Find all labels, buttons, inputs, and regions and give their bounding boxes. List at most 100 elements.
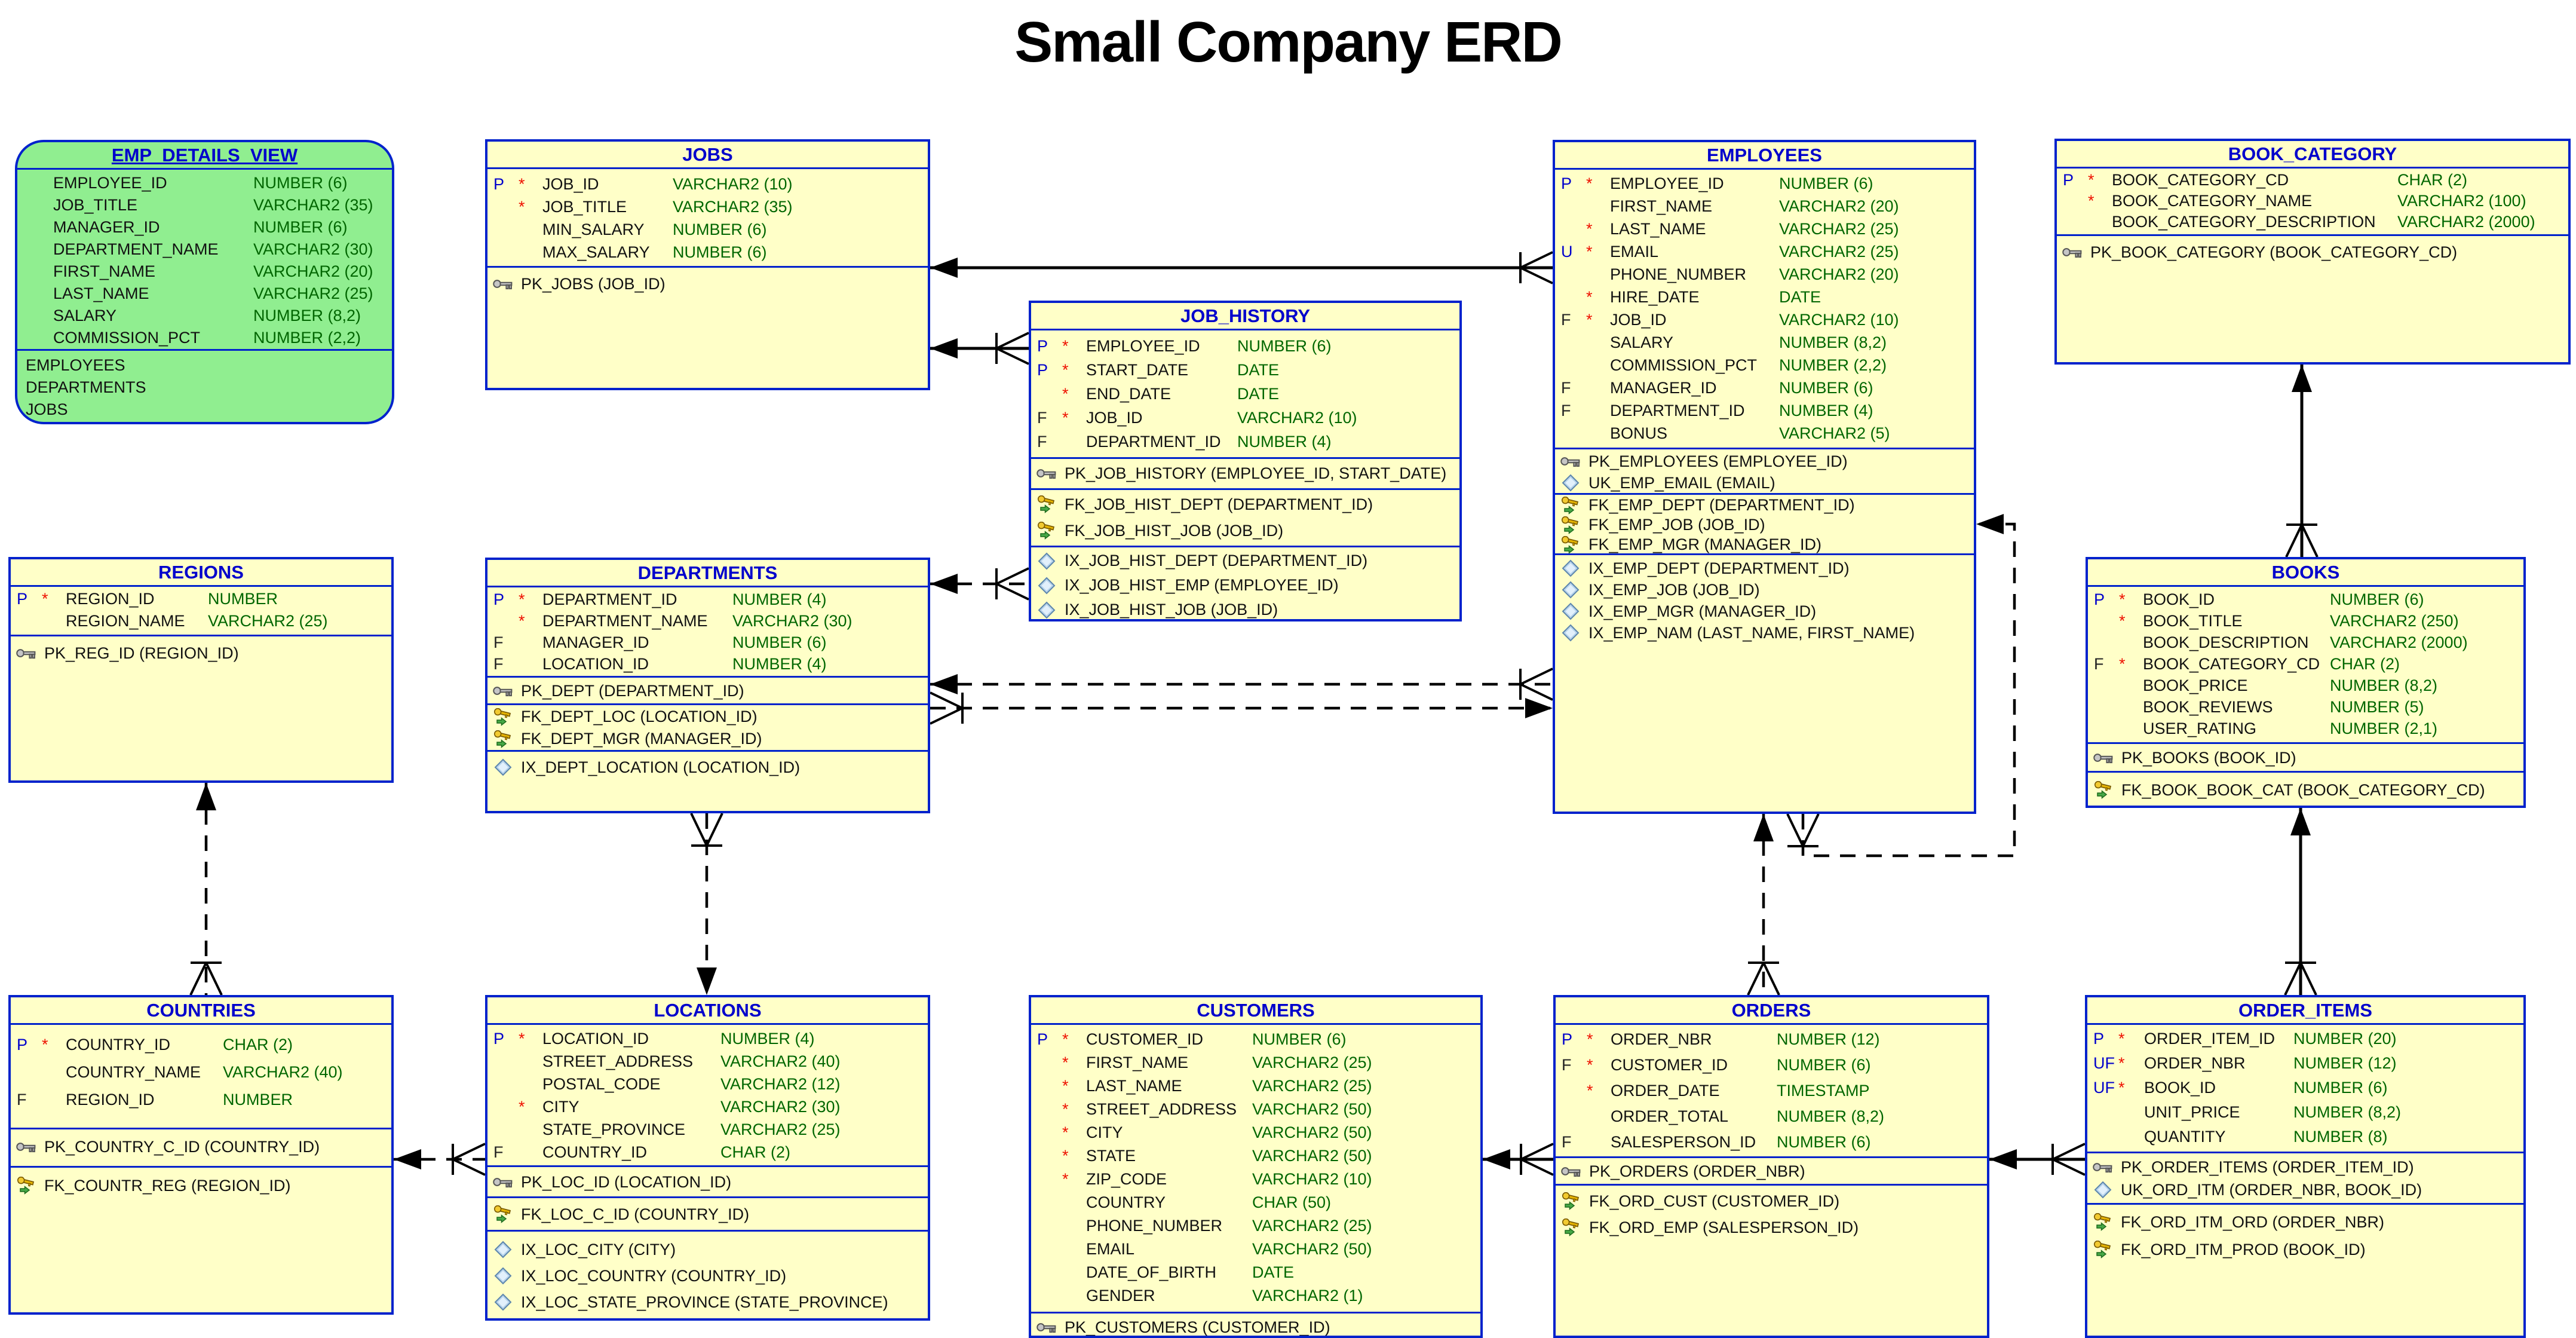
key-marker: F <box>17 1091 27 1109</box>
column-name: USER_RATING <box>2143 719 2257 737</box>
column-name: CITY <box>542 1098 579 1116</box>
column-name: UNIT_PRICE <box>2144 1103 2240 1121</box>
constraint-text: EMPLOYEES <box>26 356 125 374</box>
column-type: NUMBER (6) <box>2293 1079 2388 1097</box>
column-name: STREET_ADDRESS <box>542 1052 694 1070</box>
column-type: VARCHAR2 (20) <box>1779 197 1899 215</box>
connector-fk-countr-reg <box>189 783 223 996</box>
column-type: DATE <box>1252 1263 1295 1281</box>
key-marker: P <box>17 1036 28 1054</box>
constraint-row: FK_ORD_ITM_PROD (BOOK_ID) <box>2087 1236 2523 1263</box>
column-name: PHONE_NUMBER <box>1086 1217 1223 1235</box>
column-name: BOOK_REVIEWS <box>2143 698 2273 716</box>
key-marker: P <box>1561 174 1572 192</box>
column-name: COMMISSION_PCT <box>53 329 201 347</box>
mandatory-marker: * <box>519 590 525 608</box>
key-marker: F <box>493 1143 504 1161</box>
column-type: VARCHAR2 (2000) <box>2330 633 2468 651</box>
column-name: LAST_NAME <box>53 284 149 302</box>
column-name: DEPARTMENT_ID <box>1610 402 1745 420</box>
column-type: NUMBER (2,1) <box>2330 719 2438 737</box>
constraint-row: FK_EMP_MGR (MANAGER_ID) <box>1555 535 1974 553</box>
column-name: ORDER_NBR <box>1611 1030 1712 1048</box>
key-marker: P <box>1037 337 1048 355</box>
key-marker: F <box>2094 655 2104 673</box>
constraint-text: IX_EMP_MGR (MANAGER_ID) <box>1588 602 1817 620</box>
column-type: NUMBER (6) <box>732 633 827 651</box>
primary-key-icon <box>492 1173 517 1191</box>
column-name: REGION_ID <box>66 1091 155 1109</box>
mandatory-marker: * <box>2118 1054 2125 1072</box>
column-name: COUNTRY_NAME <box>66 1063 201 1081</box>
foreign-key-icon <box>1036 522 1061 540</box>
column-type: NUMBER <box>223 1091 293 1109</box>
constraint-text: IX_EMP_DEPT (DEPARTMENT_ID) <box>1588 559 1850 577</box>
constraint-row: FK_LOC_C_ID (COUNTRY_ID) <box>487 1199 928 1229</box>
constraint-text: FK_JOB_HIST_JOB (JOB_ID) <box>1065 521 1284 540</box>
table-title: ORDER_ITEMS <box>2238 999 2372 1021</box>
column-name: QUANTITY <box>2144 1128 2226 1146</box>
column-name: LAST_NAME <box>1610 220 1706 238</box>
index-diamond-icon <box>2092 1181 2117 1199</box>
column-name: BOOK_ID <box>2143 590 2215 608</box>
diagram-title: Small Company ERD <box>1014 10 1563 74</box>
primary-key-icon <box>2093 749 2118 767</box>
index-diamond-icon <box>492 1293 517 1311</box>
source-table-row: DEPARTMENTS <box>17 376 392 399</box>
index-diamond-icon <box>492 758 517 776</box>
table-title: DEPARTMENTS <box>637 562 778 583</box>
column-name: FIRST_NAME <box>1086 1054 1189 1071</box>
mandatory-marker: * <box>2118 1079 2125 1097</box>
foreign-key-icon <box>1560 1192 1586 1210</box>
column-type: VARCHAR2 (25) <box>253 284 373 302</box>
mandatory-marker: * <box>2118 1030 2125 1048</box>
constraint-text: FK_ORD_EMP (SALESPERSON_ID) <box>1589 1218 1859 1236</box>
constraint-row: PK_ORDERS (ORDER_NBR) <box>1556 1159 1987 1184</box>
column-type: CHAR (50) <box>1252 1193 1332 1211</box>
column-name: END_DATE <box>1086 385 1172 403</box>
column-type: NUMBER (4) <box>732 655 827 673</box>
key-marker: UF <box>2093 1079 2115 1097</box>
constraint-row: IX_JOB_HIST_JOB (JOB_ID) <box>1031 598 1459 619</box>
column-name: EMAIL <box>1086 1240 1135 1258</box>
column-type: CHAR (2) <box>2330 655 2400 673</box>
column-name: SALARY <box>53 307 117 324</box>
column-type: NUMBER (6) <box>1237 337 1332 355</box>
column-name: FIRST_NAME <box>53 262 156 280</box>
source-table-row: JOBS <box>17 399 392 421</box>
constraint-text: IX_JOB_HIST_EMP (EMPLOYEE_ID) <box>1065 576 1339 594</box>
column-type: CHAR (2) <box>720 1143 791 1161</box>
column-type: NUMBER (8) <box>2293 1128 2388 1146</box>
primary-key-icon <box>1036 1318 1061 1336</box>
constraint-row: IX_EMP_JOB (JOB_ID) <box>1555 579 1974 601</box>
column-type: NUMBER (4) <box>1779 402 1873 420</box>
